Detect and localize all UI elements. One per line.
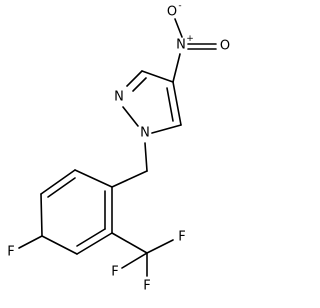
bond-c4-nitro-n bbox=[172, 53, 181, 83]
atom-label-pyrazole-n1: N bbox=[140, 126, 150, 141]
atom-label-nitro-o-minus: O bbox=[167, 5, 177, 20]
atom-label-fluoro: F bbox=[7, 245, 14, 260]
bond-ch2-aryl bbox=[111, 170, 148, 188]
atom-label-nitro-n: N bbox=[176, 38, 186, 53]
bond-ar-f bbox=[18, 235, 43, 249]
bond-n1-ch2 bbox=[144, 142, 148, 172]
bond-ar-c1-c2 bbox=[74, 169, 113, 188]
bond-ar-c4-c5 bbox=[41, 235, 78, 255]
bond-ar-c2-c3 bbox=[40, 169, 76, 195]
bond-n-o-minus bbox=[174, 18, 183, 38]
bond-n2-c3-inner bbox=[132, 77, 147, 92]
atom-label-nitro-o: O bbox=[220, 39, 230, 54]
atom-label-pyrazole-n2: N bbox=[114, 90, 124, 105]
bond-c4-c5-inner bbox=[166, 87, 174, 122]
atom-label-cf3-f-bottom: F bbox=[143, 279, 150, 294]
bond-ar-c3-c4 bbox=[40, 193, 43, 237]
bond-ar-c5-c6-inner bbox=[76, 228, 106, 247]
bond-c4-c5 bbox=[172, 81, 182, 126]
chemical-structure-diagram: O - N + O N N F F F F bbox=[7, 1, 230, 294]
charge-label-o-minus: - bbox=[178, 1, 181, 11]
bond-c3-c4 bbox=[141, 70, 174, 83]
bond-ar-c5-c6 bbox=[76, 232, 113, 255]
atom-label-cf3-f-left: F bbox=[111, 265, 118, 280]
bond-cf3-f-left bbox=[121, 252, 148, 269]
bond-cf3-f-right bbox=[146, 239, 174, 254]
bond-c5-n1 bbox=[151, 124, 182, 134]
bond-ar-cf3 bbox=[111, 232, 148, 254]
charge-label-n-plus: + bbox=[186, 34, 194, 44]
bond-ar-c2-c3-inner bbox=[47, 177, 76, 198]
bond-n1-n2 bbox=[122, 106, 139, 127]
atom-label-cf3-f-right: F bbox=[178, 230, 185, 245]
bond-n2-c3 bbox=[126, 70, 143, 87]
